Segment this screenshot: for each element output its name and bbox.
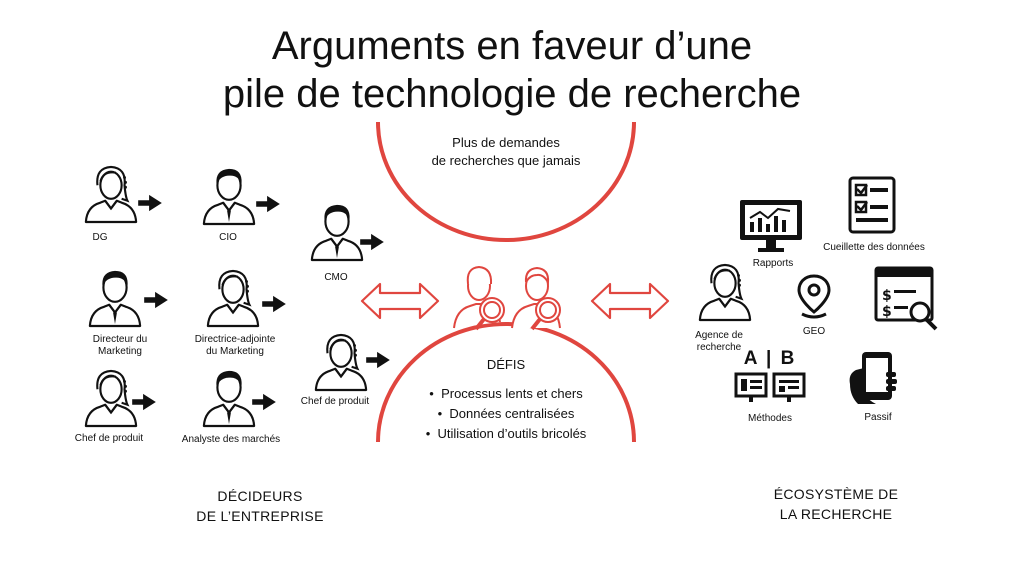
label-line: Marketing [98,346,142,357]
product-manager-woman-icon-2 [312,328,370,394]
arrow-icon [142,290,170,310]
svg-text:$: $ [882,288,892,304]
page-title: Arguments en faveur d’une pile de techno… [0,22,1024,118]
label-passive: Passif [864,412,892,423]
ecosystem-section-label: ÉCOSYSTÈME DE LA RECHERCHE [756,484,916,524]
challenges-block: DÉFIS Processus lents et chers Données c… [406,356,606,444]
label-geo: GEO [802,326,826,337]
label-cio: CIO [219,232,237,243]
label-cmo: CMO [324,272,348,283]
top-arc-line-1: Plus de demandes [452,135,560,150]
svg-text:$: $ [882,304,892,320]
label-line: Directeur du [92,334,148,345]
label-deputy-director: Directrice-adjointe du Marketing [180,334,290,358]
label-market-analyst: Analyste des marchés [181,434,281,445]
ab-test-label: A | B [743,348,797,369]
label-research-agency: Agence de recherche [684,330,754,354]
label-product-manager-2: Chef de produit [300,396,370,407]
arrow-icon [250,392,278,412]
arrow-icon [358,232,386,252]
section-line: ÉCOSYSTÈME DE [773,486,899,502]
label-data-collection: Cueillette des données [823,242,925,253]
label-reports: Rapports [752,258,794,269]
top-arc [376,121,636,242]
web-search-icon: $ $ [874,266,938,331]
marketing-director-man-icon [86,264,144,330]
label-line: Directrice-adjointe [194,334,276,345]
decision-makers-section-label: DÉCIDEURS DE L’ENTREPRISE [180,486,340,526]
title-line-1: Arguments en faveur d’une [271,24,753,68]
label-marketing-director: Directeur du Marketing [80,334,160,358]
label-line: recherche [696,342,742,353]
map-pin-icon [797,274,831,319]
section-line: DÉCIDEURS [217,488,303,504]
ab-test-icon [734,372,806,402]
left-double-arrow-icon [360,282,440,320]
right-double-arrow-icon [590,282,670,320]
bottom-arc [376,322,636,443]
label-line: Agence de [695,330,743,341]
arrow-icon [260,294,288,314]
top-arc-line-2: de recherches que jamais [431,153,581,168]
challenge-item: Utilisation d’outils bricolés [406,424,606,444]
section-line: DE L’ENTREPRISE [196,508,324,524]
label-line: du Marketing [206,346,264,357]
dg-woman-icon [82,160,140,226]
section-line: LA RECHERCHE [779,506,893,522]
label-product-manager-1: Chef de produit [74,433,144,444]
deputy-director-woman-icon [204,264,262,330]
challenge-item: Données centralisées [406,404,606,424]
challenges-heading: DÉFIS [486,357,526,372]
cio-man-icon [200,162,258,228]
top-arc-text: Plus de demandes de recherches que jamai… [406,134,606,170]
challenge-item: Processus lents et chers [406,384,606,404]
arrow-icon [364,350,392,370]
cmo-man-icon [308,198,366,264]
researchers-magnifier-icon [453,265,561,331]
challenges-list: Processus lents et chers Données central… [406,384,606,444]
title-line-2: pile de technologie de recherche [222,72,802,116]
reports-monitor-icon [740,200,802,252]
arrow-icon [130,392,158,412]
label-methods: Méthodes [748,413,792,424]
phone-in-hand-icon [849,352,897,404]
checklist-document-icon [848,176,896,234]
arrow-icon [136,193,164,213]
label-dg: DG [92,232,108,243]
arrow-icon [254,194,282,214]
